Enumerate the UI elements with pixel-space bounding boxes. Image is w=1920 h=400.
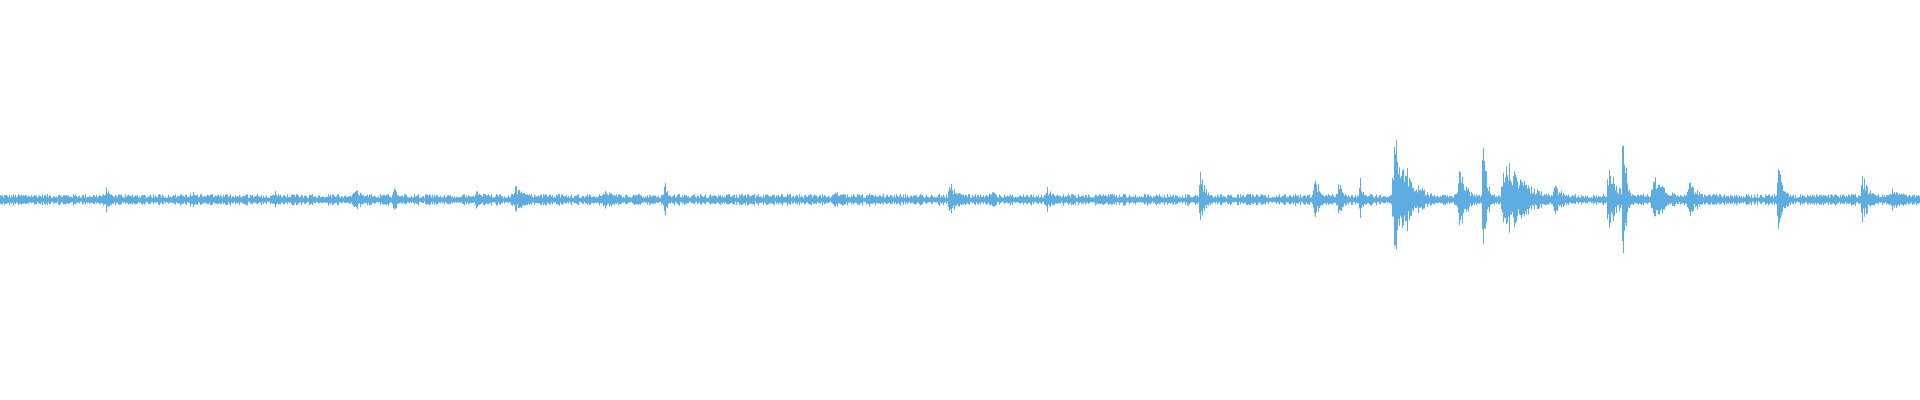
waveform-trace bbox=[0, 140, 1920, 254]
